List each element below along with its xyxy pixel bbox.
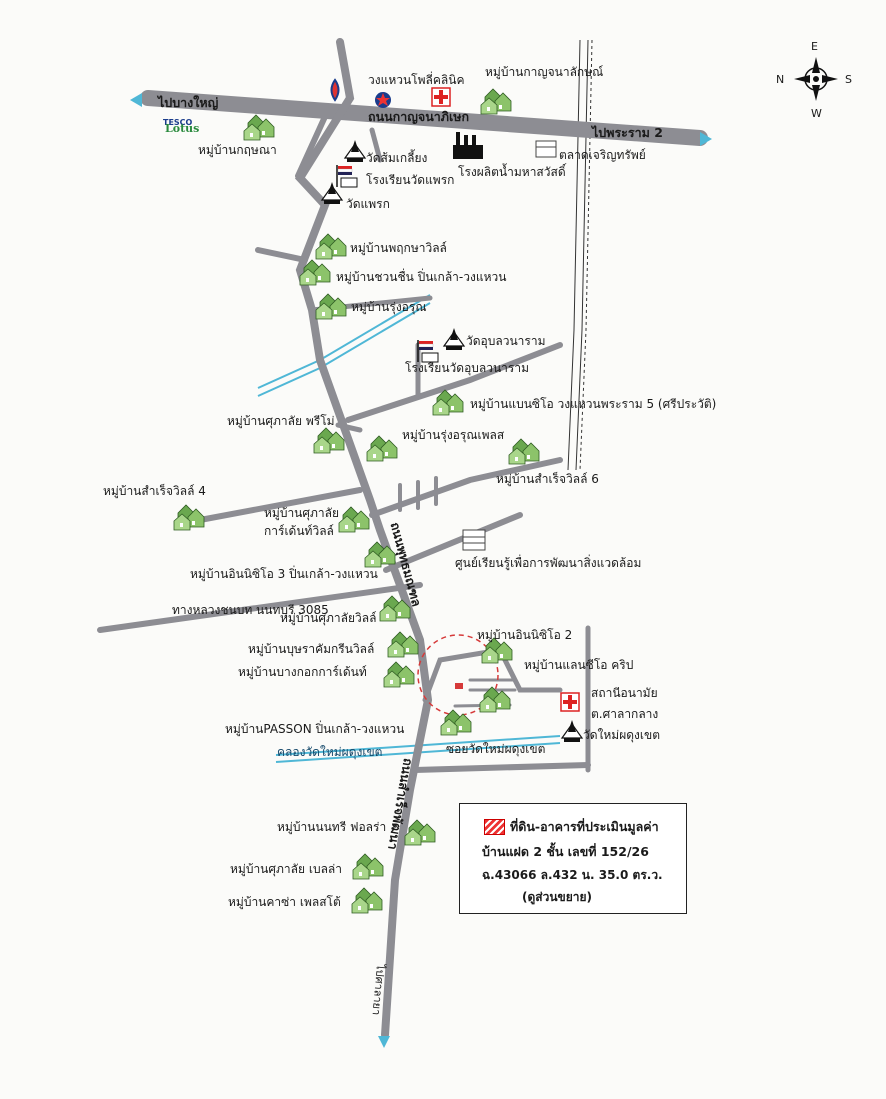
main-road <box>294 38 433 1039</box>
label-wat-mai: วัดใหม่ผดุงเขต <box>583 728 660 742</box>
label-village-supalai-primo: หมู่บ้านศุภาลัย พรีโม่ <box>227 414 335 428</box>
legend-title: ที่ดิน-อาคารที่ประเมินมูลค่า <box>510 819 659 834</box>
label-water-plant: โรงผลิตน้ำมหาสวัสดิ์ <box>458 165 566 179</box>
label-village-bkk-garden: หมู่บ้านบางกอกการ์เด้นท์ <box>238 665 367 679</box>
compass-south: S <box>845 73 852 86</box>
legend-line-2: บ้านแฝด 2 ชั้น เลขที่ 152/26 <box>482 844 649 859</box>
label-village-indy2: หมู่บ้านอินนิซิโอ 2 <box>477 628 573 642</box>
label-school-wat-phraek: โรงเรียนวัดแพรก <box>366 173 455 187</box>
road-label-rural: ทางหลวงชนบท นนทบุรี 3085 <box>172 603 329 617</box>
legend-line-3: ฉ.43066 ล.432 น. 35.0 ตร.ว. <box>482 868 663 882</box>
label-wat-ubon: วัดอุบลวนาราม <box>466 334 546 348</box>
label-village-rungarun-place: หมู่บ้านรุ่งอรุณเพลส <box>402 428 505 442</box>
label-village-samre6: หมู่บ้านสำเร็จวิลล์ 6 <box>496 472 599 486</box>
road-label-to-rama2: ไปพระราม 2 <box>592 125 663 140</box>
label-village-supalai-garden-2: การ์เด้นท์วิลล์ <box>264 524 334 538</box>
market-building-icon <box>462 140 557 551</box>
label-wat-somklieng: วัดส้มเกลี้ยง <box>366 151 428 165</box>
compass-rose-icon <box>794 57 838 101</box>
label-village-nonthree: หมู่บ้านนนทรี ฟอลร่า <box>277 820 387 834</box>
label-village-pruksa: หมู่บ้านพฤกษาวิลล์ <box>350 241 447 255</box>
label-wat-phraek: วัดแพรก <box>346 197 390 211</box>
subject-hatch-swatch <box>484 819 505 835</box>
school-flag-icon <box>336 164 439 363</box>
legend-box: ที่ดิน-อาคารที่ประเมินมูลค่า บ้านแฝด 2 ช… <box>459 803 687 914</box>
road-label-soi: ซอยวัดใหม่ผดุงเขต <box>446 742 546 756</box>
label-health-center-2: ต.ศาลากลาง <box>591 707 659 721</box>
label-village-rungarun: หมู่บ้านรุ่งอรุณ <box>351 300 427 314</box>
legend-line-4: (ดูส่วนขยาย) <box>522 890 593 904</box>
label-village-bancio: หมู่บ้านแบนซิโอ วงแหวนพระราม 5 (ศรีประวั… <box>470 397 717 411</box>
label-health-center-1: สถานีอนามัย <box>591 686 658 700</box>
label-tesco: TESCO <box>163 118 193 127</box>
label-village-supalai-bella: หมู่บ้านศุภาลัย เบลล่า <box>230 862 343 876</box>
label-market: ตลาดเจริญทรัพย์ <box>559 148 646 162</box>
compass-east: E <box>811 40 818 53</box>
label-learning-center: ศูนย์เรียนรู้เพื่อการพัฒนาสิ่งแวดล้อม <box>455 556 642 570</box>
label-clinic: วงแหวนโพลี่คลินิค <box>368 73 465 87</box>
label-village-kritsana: หมู่บ้านกฤษณา <box>198 143 277 157</box>
label-village-passon: หมู่บ้านPASSON ปิ่นเกล้า-วงแหวน <box>225 722 405 736</box>
label-lotus: Lotus <box>165 122 200 135</box>
label-village-kanchana: หมู่บ้านกาญจนาลักษณ์ <box>485 65 604 79</box>
fuel-station-icon <box>330 78 391 108</box>
road-label-kanchanaphisek: ถนนกาญจนาภิเษก <box>368 109 470 124</box>
label-village-casa: หมู่บ้านคาซ่า เพลสโต้ <box>228 895 341 909</box>
label-village-indy3: หมู่บ้านอินนิซิโอ 3 ปิ่นเกล้า-วงแหวน <box>190 567 378 581</box>
compass-west: W <box>811 107 822 120</box>
label-village-chuanchuen: หมู่บ้านชวนชื่น ปิ่นเกล้า-วงแหวน <box>336 270 507 284</box>
direction-arrows <box>130 93 712 1048</box>
subject-property-marker <box>417 634 499 716</box>
road-network <box>97 38 708 1039</box>
canal-label: คลองวัดใหม่ผดุงเขต <box>277 745 383 759</box>
compass-north: N <box>776 73 785 86</box>
label-village-burasiri: หมู่บ้านบุษราคัมกรีนวิลล์ <box>248 642 375 656</box>
road-label-to-bangyai: ไปบางใหญ่ <box>158 95 219 110</box>
label-village-supalai-garden-1: หมู่บ้านศุภาลัย <box>264 506 340 520</box>
label-school-wat-ubon: โรงเรียนวัดอุบลวนาราม <box>405 361 530 375</box>
kanchanaphisek-road <box>140 90 708 146</box>
label-village-supalai-ville: หมู่บ้านศุภาลัยวิลล์ <box>280 611 377 625</box>
factory-icon <box>453 132 483 159</box>
label-village-samre4: หมู่บ้านสำเร็จวิลล์ 4 <box>103 484 206 498</box>
village-cluster-icon <box>173 88 540 914</box>
label-village-landsio: หมู่บ้านแลนซีโอ คริป <box>524 658 634 672</box>
